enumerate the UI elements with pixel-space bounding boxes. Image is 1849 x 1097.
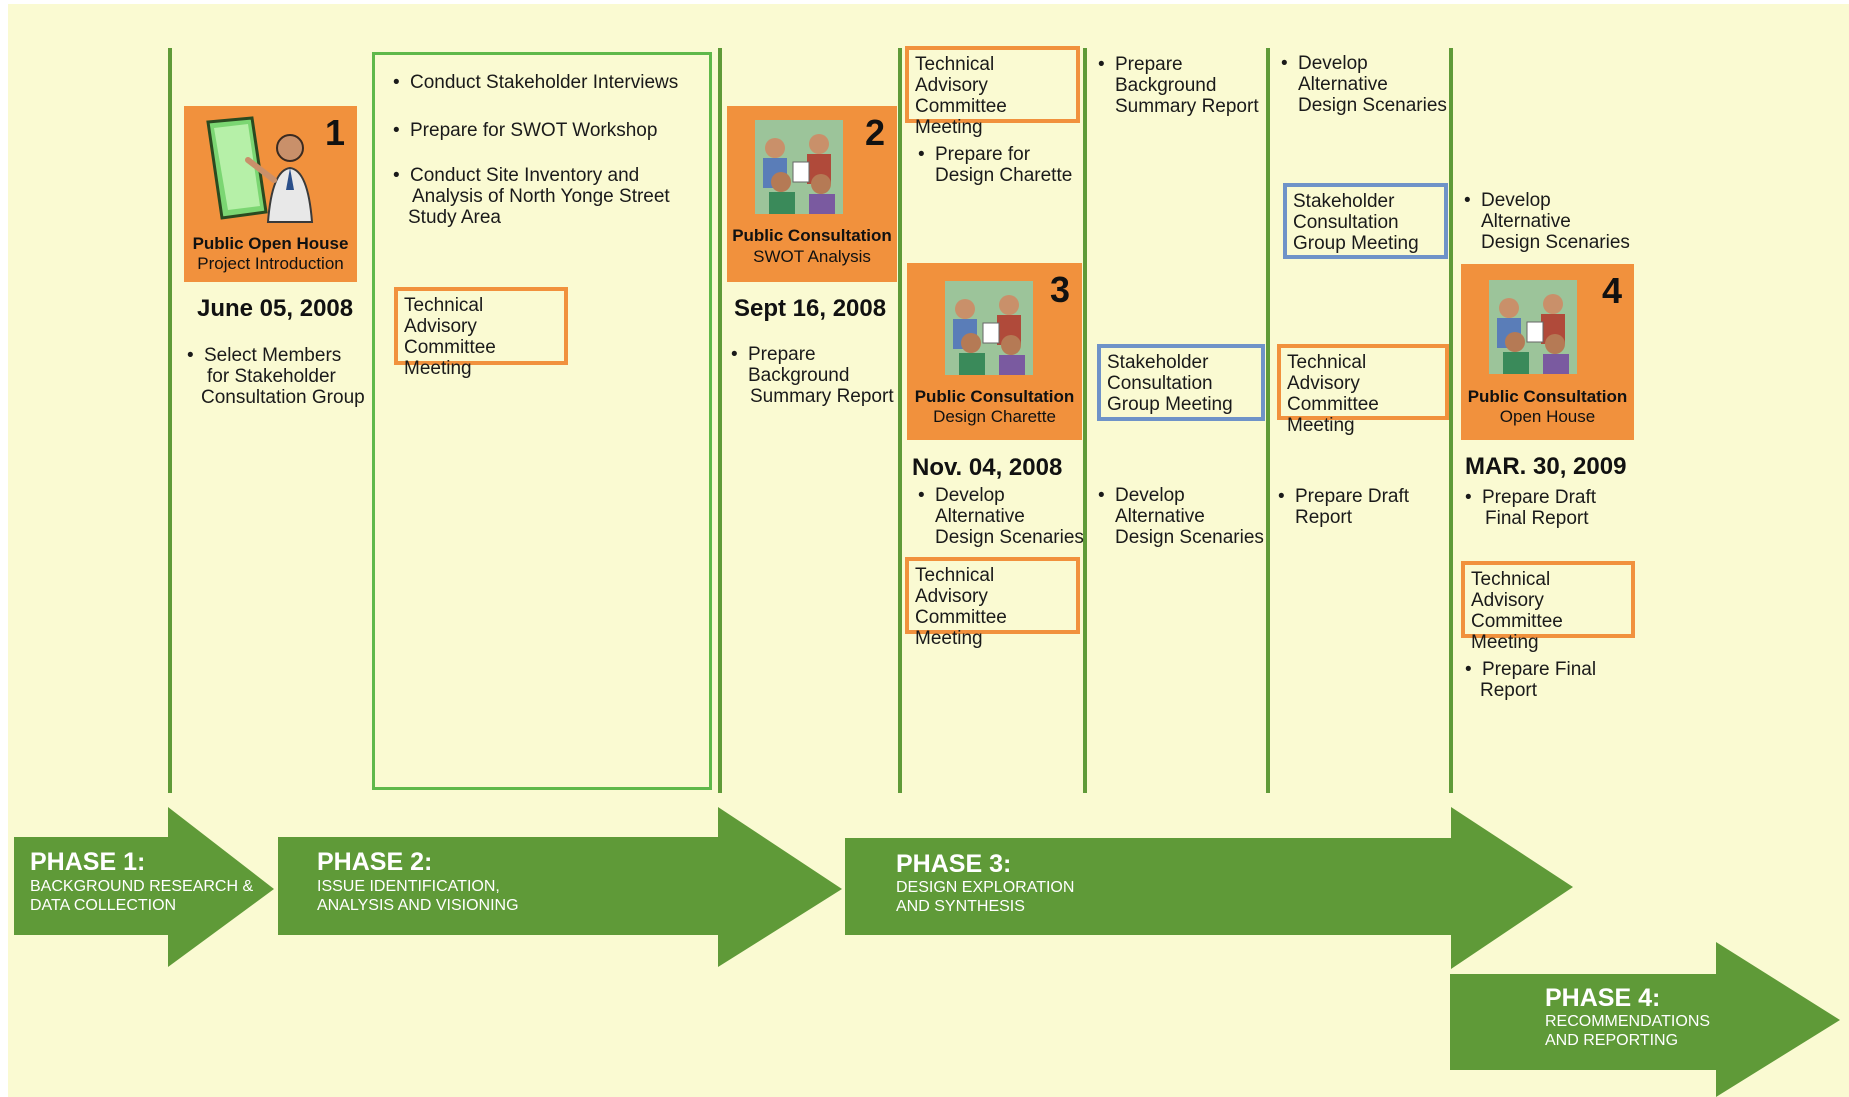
milestone-number: 3	[1049, 269, 1070, 310]
tac-meeting-box: Technical Advisory Committee Meeting	[1461, 561, 1635, 653]
tac-meeting-box: Technical Advisory Committee Meeting	[394, 287, 568, 379]
milestone-card-3: 3 Public Consultation Design Charette	[907, 263, 1082, 440]
milestone-card-4: 4 Public Consultation Open House	[1461, 264, 1634, 440]
task-prepare-background-summary: • Prepare Background Summary Report	[1098, 54, 1259, 117]
milestone-caption-title: Public Consultation	[914, 387, 1075, 406]
task-select-members: • Select Members for Stakeholder Consult…	[187, 345, 365, 408]
divider-4	[1083, 48, 1087, 793]
phase-2-title: PHASE 2:	[317, 848, 433, 876]
divider-2	[718, 48, 722, 793]
divider-6	[1449, 48, 1453, 793]
task-stakeholder-interviews: • Conduct Stakeholder Interviews	[393, 72, 679, 93]
task-develop-alternative-design: • Develop Alternative Design Scenaries	[1098, 485, 1264, 548]
task-prepare-final-report: • Prepare Final Report	[1465, 659, 1597, 701]
phase-3-subtitle: DESIGN EXPLORATION AND SYNTHESIS	[896, 879, 1075, 915]
meeting-icon	[755, 120, 843, 214]
milestone-number: 1	[324, 112, 345, 153]
milestone-date-4: MAR. 30, 2009	[1465, 453, 1627, 480]
scg-meeting-box: Stakeholder Consultation Group Meeting	[1283, 183, 1448, 259]
phase-3-arrow	[845, 807, 1573, 969]
divider-3	[898, 48, 902, 793]
milestone-caption-title: Public Consultation	[1467, 387, 1628, 406]
tac-meeting-box: Technical Advisory Committee Meeting	[905, 46, 1080, 138]
divider-1	[168, 48, 172, 793]
milestone-number: 4	[1601, 270, 1622, 311]
milestone-caption-subtitle: Project Introduction	[197, 254, 344, 273]
task-prepare-swot: • Prepare for SWOT Workshop	[393, 120, 658, 141]
phase-4-subtitle: RECOMMENDATIONS AND REPORTING	[1545, 1013, 1711, 1049]
meeting-icon	[1489, 280, 1577, 374]
phase-2-subtitle: ISSUE IDENTIFICATION, ANALYSIS AND VISIO…	[317, 878, 519, 914]
phase-3-title: PHASE 3:	[896, 850, 1012, 878]
phase-4-title: PHASE 4:	[1545, 984, 1661, 1012]
task-prepare-background-summary: • Prepare Background Summary Report	[731, 344, 894, 407]
milestone-number: 2	[864, 112, 885, 153]
phase-1-subtitle: BACKGROUND RESEARCH & DATA COLLECTION	[30, 878, 254, 914]
task-prepare-draft-report: • Prepare Draft Report	[1278, 486, 1410, 528]
meeting-icon	[945, 281, 1033, 375]
task-prepare-design-charette: • Prepare for Design Charette	[918, 144, 1073, 186]
task-develop-alternative-design: • Develop Alternative Design Scenaries	[918, 485, 1084, 548]
task-site-inventory: • Conduct Site Inventory and Analysis of…	[393, 165, 670, 228]
tac-meeting-box: Technical Advisory Committee Meeting	[905, 557, 1080, 649]
milestone-caption-subtitle: Design Charette	[933, 407, 1056, 426]
milestone-caption-subtitle: Open House	[1499, 407, 1596, 426]
phase-1-arrow	[14, 807, 274, 967]
milestone-caption-title: Public Open House	[192, 234, 349, 253]
milestone-date-1: June 05, 2008	[197, 295, 354, 322]
presenter-icon	[206, 116, 314, 223]
task-prepare-draft-final-report: • Prepare Draft Final Report	[1465, 487, 1597, 529]
study-activities-box	[372, 52, 712, 790]
phase-2-arrow	[278, 807, 842, 967]
tac-meeting-box: Technical Advisory Committee Meeting	[1277, 344, 1449, 436]
milestone-caption-title: Public Consultation	[732, 226, 892, 245]
milestone-caption-subtitle: SWOT Analysis	[753, 247, 871, 266]
scg-meeting-box: Stakeholder Consultation Group Meeting	[1097, 344, 1265, 421]
divider-5	[1266, 48, 1270, 793]
task-develop-alternative-design: • Develop Alternative Design Scenaries	[1281, 53, 1447, 116]
milestone-date-2: Sept 16, 2008	[734, 295, 887, 322]
milestone-card-1: 1 Public Open House Project Introduction	[184, 106, 357, 282]
milestone-card-2: 2 Public Consultation SWOT Analysis	[727, 106, 897, 282]
phase-4-arrow	[1450, 942, 1840, 1097]
milestone-date-3: Nov. 04, 2008	[912, 454, 1063, 481]
phase-1-title: PHASE 1:	[30, 848, 146, 876]
task-develop-alternative-design: • Develop Alternative Design Scenaries	[1464, 190, 1630, 253]
